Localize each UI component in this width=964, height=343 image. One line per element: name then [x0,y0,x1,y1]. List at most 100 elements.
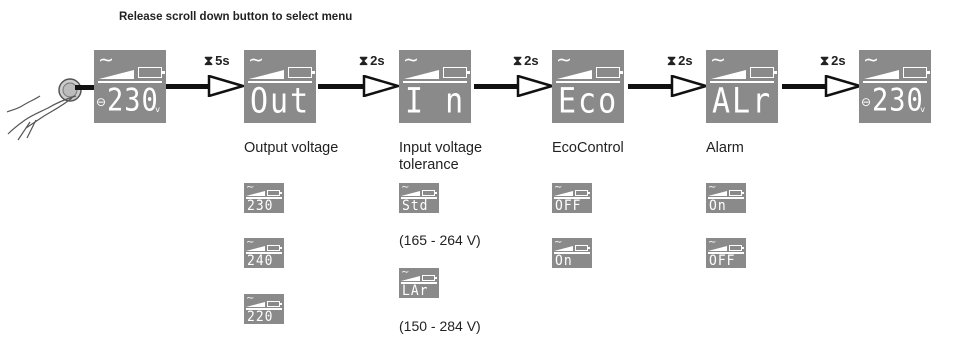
option-value: OFF [555,197,582,213]
battery-icon [443,67,470,78]
sine-wave-icon: ∼ [246,294,255,304]
hourglass-icon: ⧗ [820,53,830,68]
range-large: (150 - 284 V) [399,318,481,334]
load-bar-icon [554,246,573,251]
load-bar-icon [401,191,420,196]
battery-icon [422,190,437,196]
range-standard: (165 - 264 V) [399,232,481,248]
lcd-divider [246,308,282,310]
hourglass-icon: ⧗ [667,53,677,68]
caption-output-voltage: Output voltage [244,140,339,156]
timer-value: 2s [524,53,539,68]
lcd-value: Out [250,81,311,122]
load-bar-icon [708,246,727,251]
load-bar-icon [404,70,439,79]
timer-value: 2s [370,53,385,68]
option-display: ∼ On [552,238,592,268]
flow-arrow [474,75,554,97]
caption-input-tolerance: tolerance [399,157,459,173]
option-value: Std [402,197,429,213]
lcd-divider [554,197,590,199]
sine-wave-icon: ∼ [554,238,563,248]
battery-icon [267,190,282,196]
load-bar-icon [711,70,746,79]
option-value: LAr [402,282,429,298]
lcd-divider [403,81,467,83]
timer-label: ⧗2s [359,53,385,69]
load-bar-icon [249,70,284,79]
lcd-value: Eco [558,81,619,122]
sine-wave-icon: ∼ [710,50,726,71]
load-bar-icon [401,276,420,281]
lcd-display-eco: ∼ Eco [552,50,624,123]
sine-wave-icon: ∼ [98,50,114,71]
option-value: 230 [247,197,274,213]
battery-icon [575,245,590,251]
lcd-divider [401,282,437,284]
option-display: ∼ 240 [244,238,284,268]
lcd-unit: v [920,105,925,114]
timer-value: 2s [831,53,846,68]
lcd-value: 230 [872,82,924,119]
caption-input-voltage: Input voltage [399,140,483,156]
lcd-display-output: ∼ Out [244,50,316,123]
lcd-value: ALr [712,81,773,122]
flow-arrow [318,75,400,97]
sine-wave-icon: ∼ [708,238,717,248]
flow-arrow [628,75,708,97]
lcd-display-voltage: ∼ ⊖ 230 v [94,50,166,123]
sine-wave-icon: ∼ [556,50,572,71]
option-display: ∼ OFF [552,183,592,213]
battery-icon [138,67,165,78]
option-display: ∼ On [706,183,746,213]
battery-icon [750,67,777,78]
load-bar-icon [708,191,727,196]
lcd-divider [246,197,282,199]
battery-icon [267,301,282,307]
lcd-divider [708,197,744,199]
option-display: ∼ Std [399,183,439,213]
load-bar-icon [246,302,265,307]
hourglass-icon: ⧗ [204,53,214,68]
connector-line [75,85,97,90]
load-bar-icon [864,70,899,79]
lcd-divider [710,81,774,83]
flow-arrow [165,75,245,97]
option-value: On [555,252,573,268]
battery-icon [903,67,930,78]
lcd-display-voltage-return: ∼ ⊖ 230 v [859,50,931,123]
option-value: 220 [247,308,274,324]
sine-wave-icon: ∼ [403,50,419,71]
lcd-display-input: ∼ I n [399,50,471,123]
sine-wave-icon: ∼ [248,50,264,71]
sine-wave-icon: ∼ [863,50,879,71]
load-bar-icon [99,70,134,79]
battery-icon [575,190,590,196]
plug-icon: ⊖ [861,95,872,109]
load-bar-icon [246,191,265,196]
lcd-value: I n [405,81,466,122]
lcd-divider [708,252,744,254]
timer-label: ⧗2s [820,53,846,69]
load-bar-icon [246,246,265,251]
caption-alarm: Alarm [706,140,744,156]
option-display: ∼ OFF [706,238,746,268]
timer-label: ⧗2s [513,53,539,69]
caption-ecocontrol: EcoControl [552,140,624,156]
load-bar-icon [554,191,573,196]
hourglass-icon: ⧗ [513,53,523,68]
lcd-divider [554,252,590,254]
option-value: On [709,197,727,213]
sine-wave-icon: ∼ [401,183,410,193]
battery-icon [729,190,744,196]
option-value: OFF [709,252,736,268]
option-display: ∼ LAr [399,268,439,298]
lcd-divider [401,197,437,199]
lcd-divider [248,81,312,83]
flow-arrow [782,75,862,97]
sine-wave-icon: ∼ [246,238,255,248]
plug-icon: ⊖ [96,95,107,109]
lcd-divider [246,252,282,254]
battery-icon [288,67,315,78]
sine-wave-icon: ∼ [708,183,717,193]
